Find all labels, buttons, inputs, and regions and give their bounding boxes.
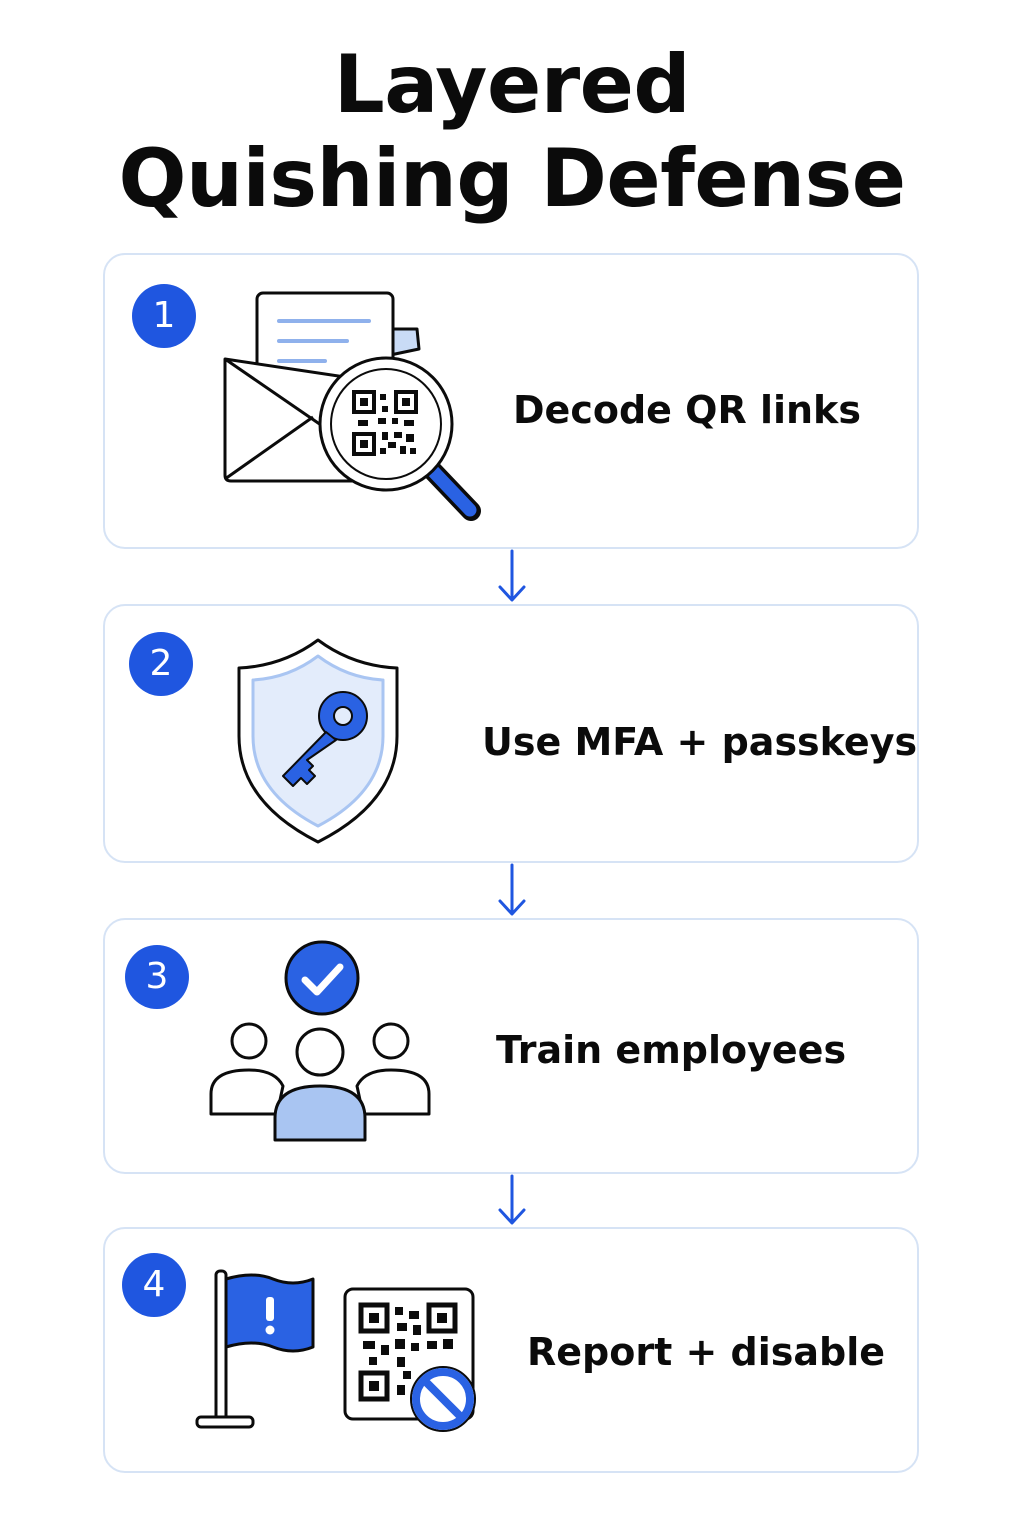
step-number-badge-4: 4: [122, 1253, 186, 1317]
step-label-4: Report + disable: [527, 1330, 886, 1374]
arrow-down-icon: [498, 1174, 526, 1225]
title-line-1: Layered: [333, 38, 691, 131]
step-card-4: 4: [103, 1227, 919, 1473]
step-label-2: Use MFA + passkeys: [482, 720, 918, 764]
envelope-qr-magnifier-icon: [223, 291, 481, 521]
flag-blocked-qr-icon: [195, 1269, 476, 1432]
step-number-badge-2: 2: [129, 632, 193, 696]
step-label-1: Decode QR links: [513, 388, 861, 432]
step-label-3: Train employees: [496, 1028, 847, 1072]
people-check-icon: [209, 940, 431, 1142]
step-card-2: 2 Use MFA + passkeys: [103, 604, 919, 863]
page-title: Layered Quishing Defense: [0, 38, 1024, 226]
step-number-badge-3: 3: [125, 945, 189, 1009]
arrow-down-icon: [498, 863, 526, 916]
arrow-down-icon: [498, 549, 526, 602]
title-line-2: Quishing Defense: [118, 132, 907, 225]
step-number-badge-1: 1: [132, 284, 196, 348]
step-card-3: 3 Train employees: [103, 918, 919, 1174]
step-card-1: 1: [103, 253, 919, 549]
shield-key-icon: [237, 638, 399, 844]
